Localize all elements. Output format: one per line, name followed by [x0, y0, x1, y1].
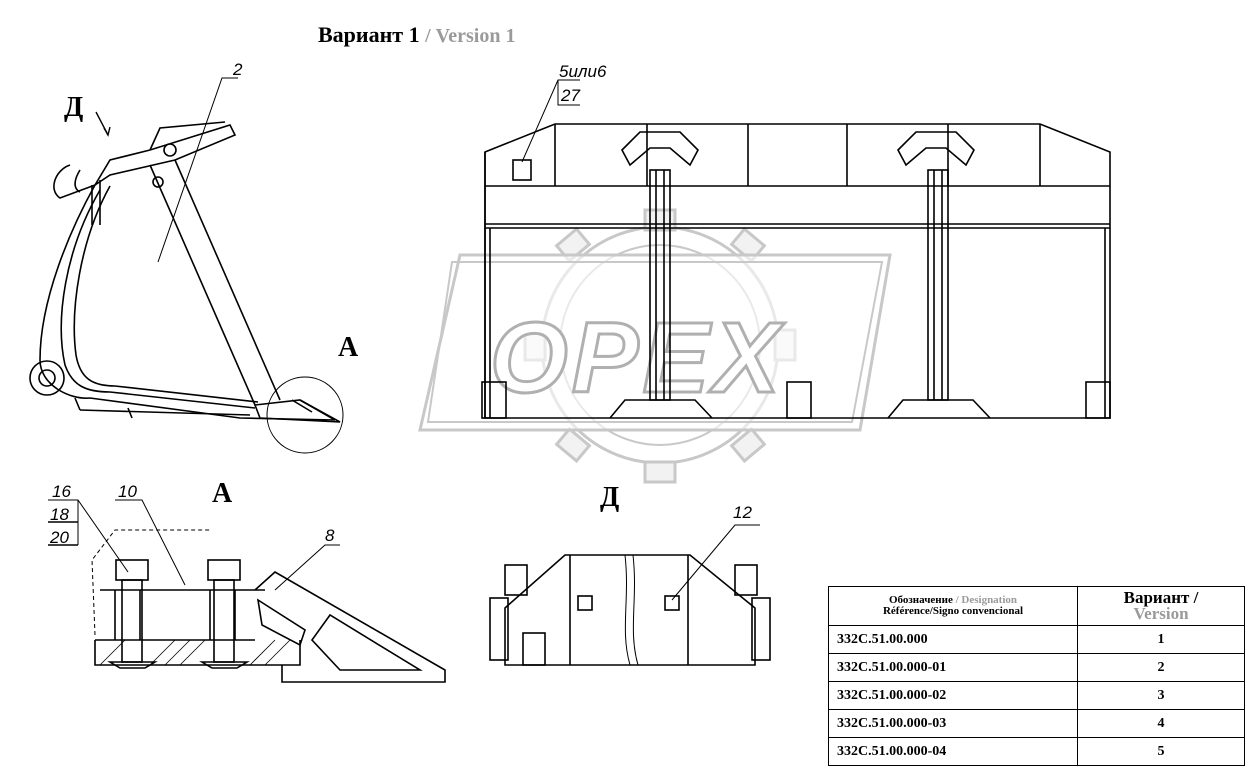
title-en: / Version 1 — [425, 25, 516, 47]
callout-10: 10 — [118, 482, 137, 501]
bucket-side-view — [29, 77, 344, 454]
callout-2: 2 — [233, 60, 243, 79]
callout-8: 8 — [325, 526, 335, 545]
table-row: 332С.51.00.000-02 3 — [828, 681, 1245, 710]
view-arrow-d: Д — [64, 92, 84, 123]
opex-watermark — [418, 208, 892, 484]
section-title-a: А — [212, 478, 233, 509]
view-d — [489, 524, 771, 666]
callout-5or6: 5или6 — [559, 62, 607, 81]
bucket-front-view — [481, 79, 1111, 419]
table-header-row: Обозначение / Designation Référence/Sign… — [828, 586, 1245, 626]
drawing-title: Вариант 1 / Version 1 — [318, 22, 515, 48]
callout-27: 27 — [561, 86, 580, 105]
callout-16: 16 — [52, 482, 71, 501]
table-row: 332С.51.00.000-01 2 — [828, 653, 1245, 682]
table-row: 332С.51.00.000-03 4 — [828, 709, 1245, 738]
designation-header: Обозначение / Designation Référence/Sign… — [828, 586, 1078, 626]
callout-20: 20 — [50, 528, 69, 547]
title-ru: Вариант 1 — [318, 22, 420, 47]
watermark-text: OPEX — [490, 302, 785, 414]
section-a-view — [48, 499, 446, 683]
callout-12: 12 — [733, 503, 752, 522]
callout-18: 18 — [50, 505, 69, 524]
view-title-d: Д — [600, 482, 620, 513]
table-row: 332С.51.00.000-04 5 — [828, 737, 1245, 766]
variants-table: Обозначение / Designation Référence/Sign… — [828, 586, 1245, 766]
version-header: Вариант / Version — [1077, 586, 1245, 626]
detail-label-a: А — [338, 332, 359, 363]
table-row: 332С.51.00.000 1 — [828, 625, 1245, 654]
